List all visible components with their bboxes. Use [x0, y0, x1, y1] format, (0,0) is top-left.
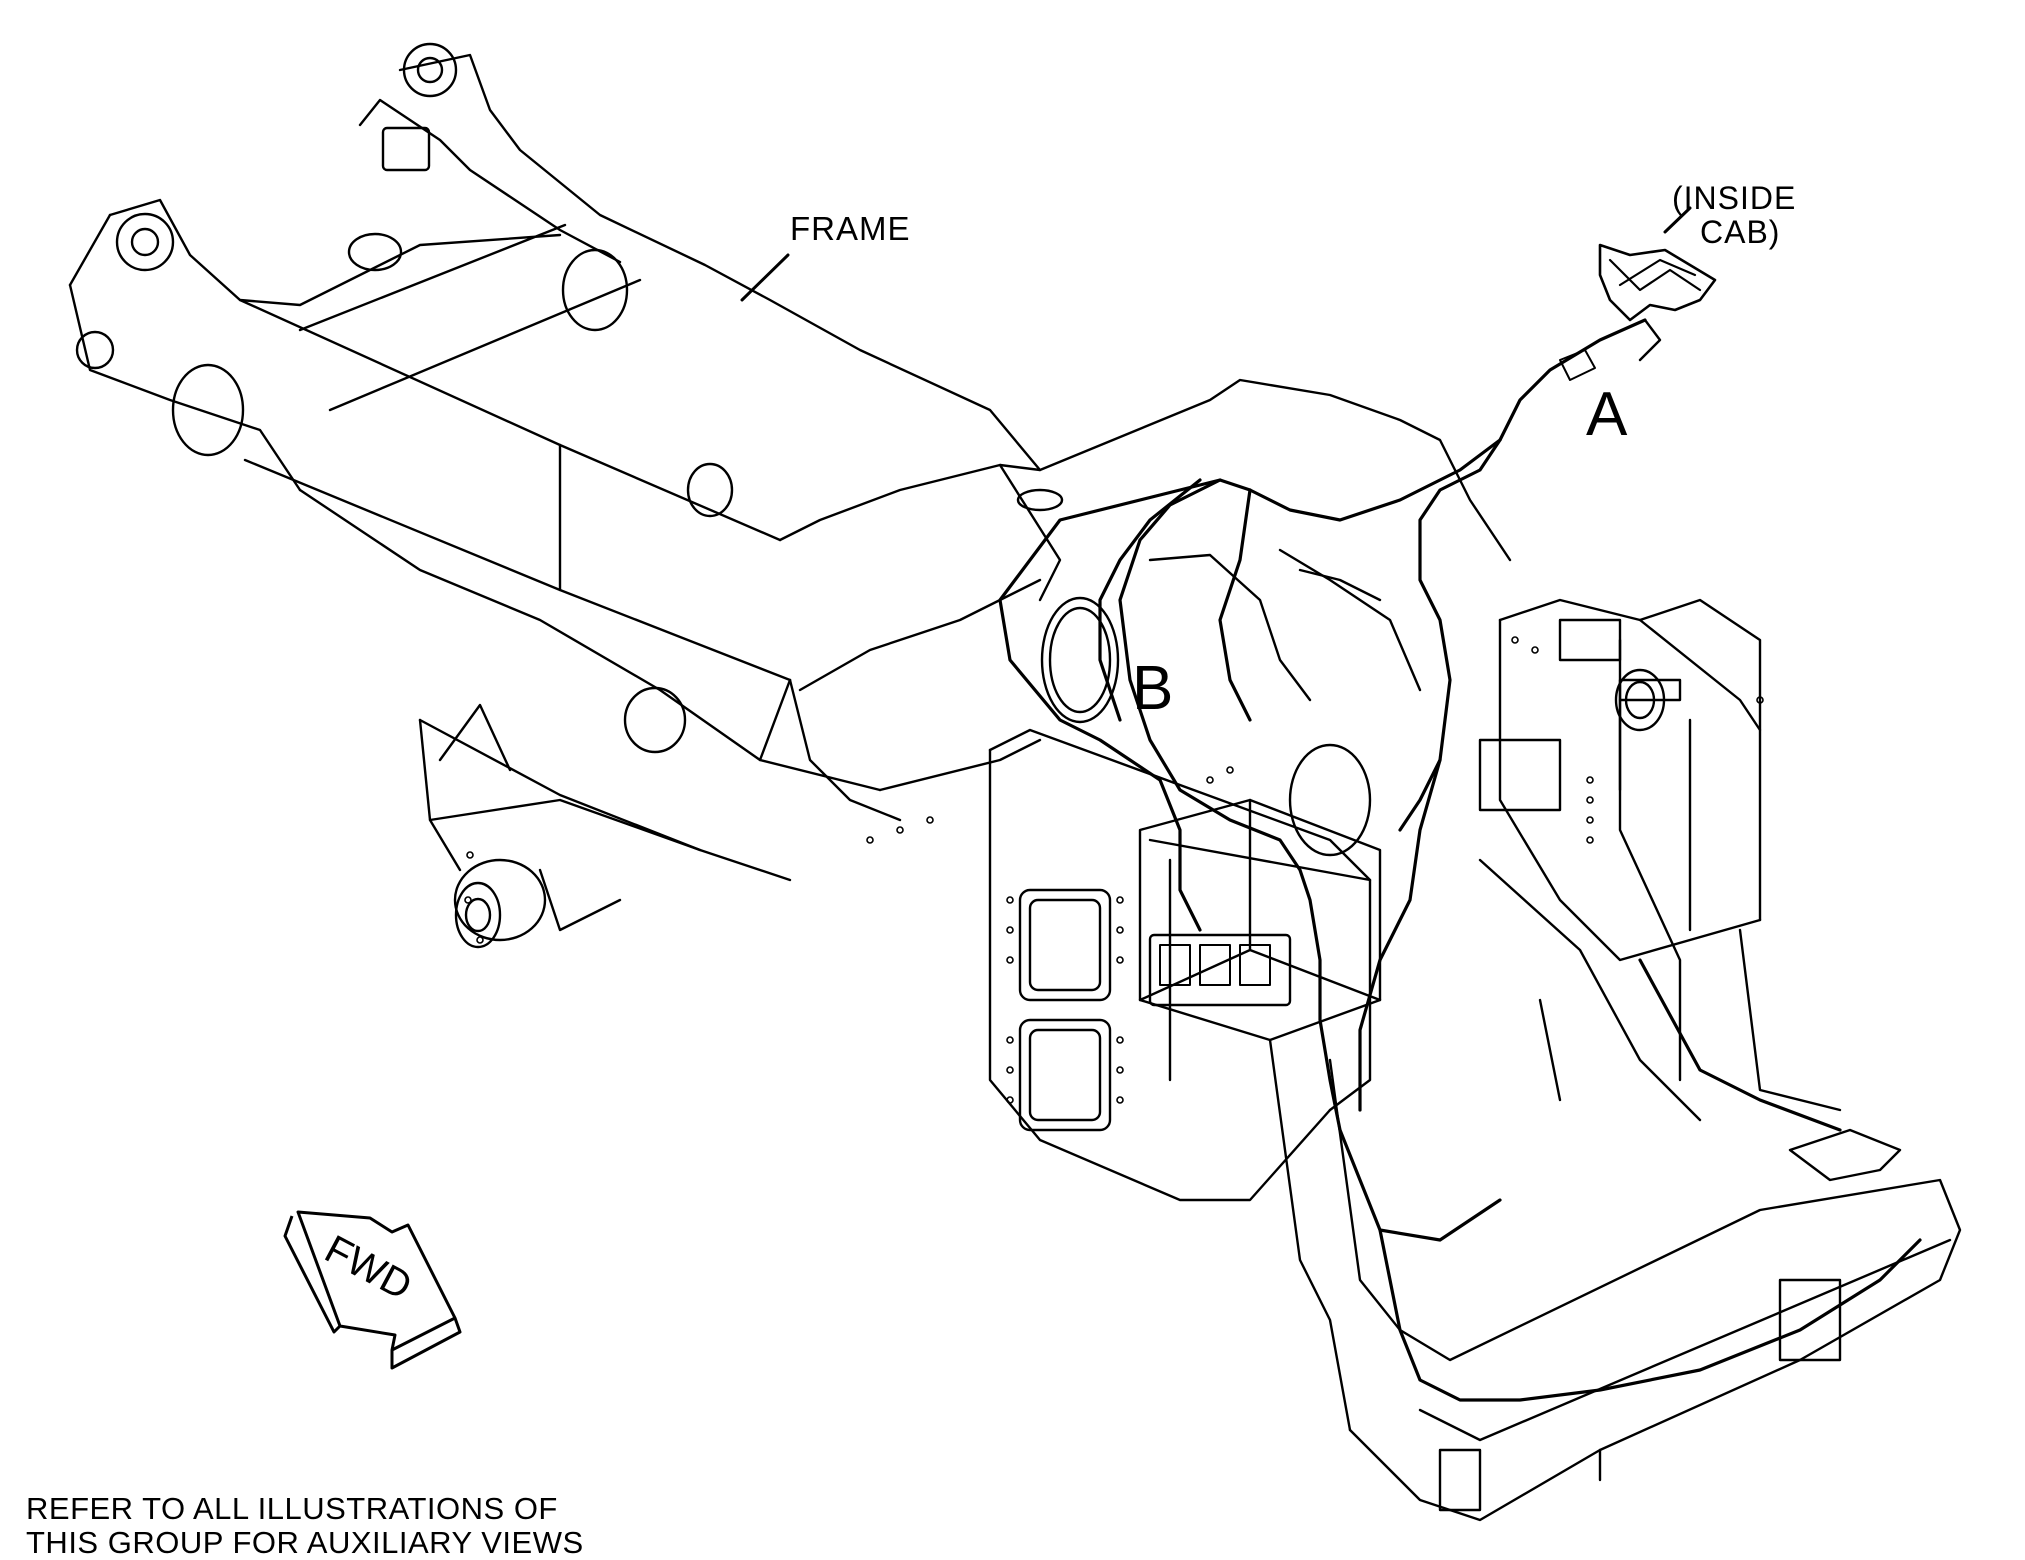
front-frame [68, 42, 1042, 949]
frame-leader-line [740, 253, 790, 302]
inside-cab-line2: CAB) [1700, 213, 1781, 250]
callout-a: A [1586, 380, 1628, 449]
central-frame [778, 378, 1512, 857]
inside-cab-label: (INSIDE CAB) [1672, 180, 1797, 250]
cab-leader-line [1663, 206, 1692, 234]
inside-cab-line1: (INSIDE [1672, 180, 1797, 216]
reference-note-line1: REFER TO ALL ILLUSTRATIONS OF [26, 1491, 558, 1526]
reference-note-line2: THIS GROUP FOR AUXILIARY VIEWS [26, 1525, 584, 1560]
callout-b: B [1132, 654, 1174, 723]
reference-note: REFER TO ALL ILLUSTRATIONS OF THIS GROUP… [26, 1491, 584, 1560]
frame-label: FRAME [790, 210, 911, 247]
bolt-holes [464, 636, 1764, 1104]
leader-lines [740, 206, 1692, 302]
wiring-harness [998, 243, 1922, 1402]
rear-frame [988, 598, 1962, 1522]
fwd-arrow-icon: FWD [283, 1210, 462, 1370]
